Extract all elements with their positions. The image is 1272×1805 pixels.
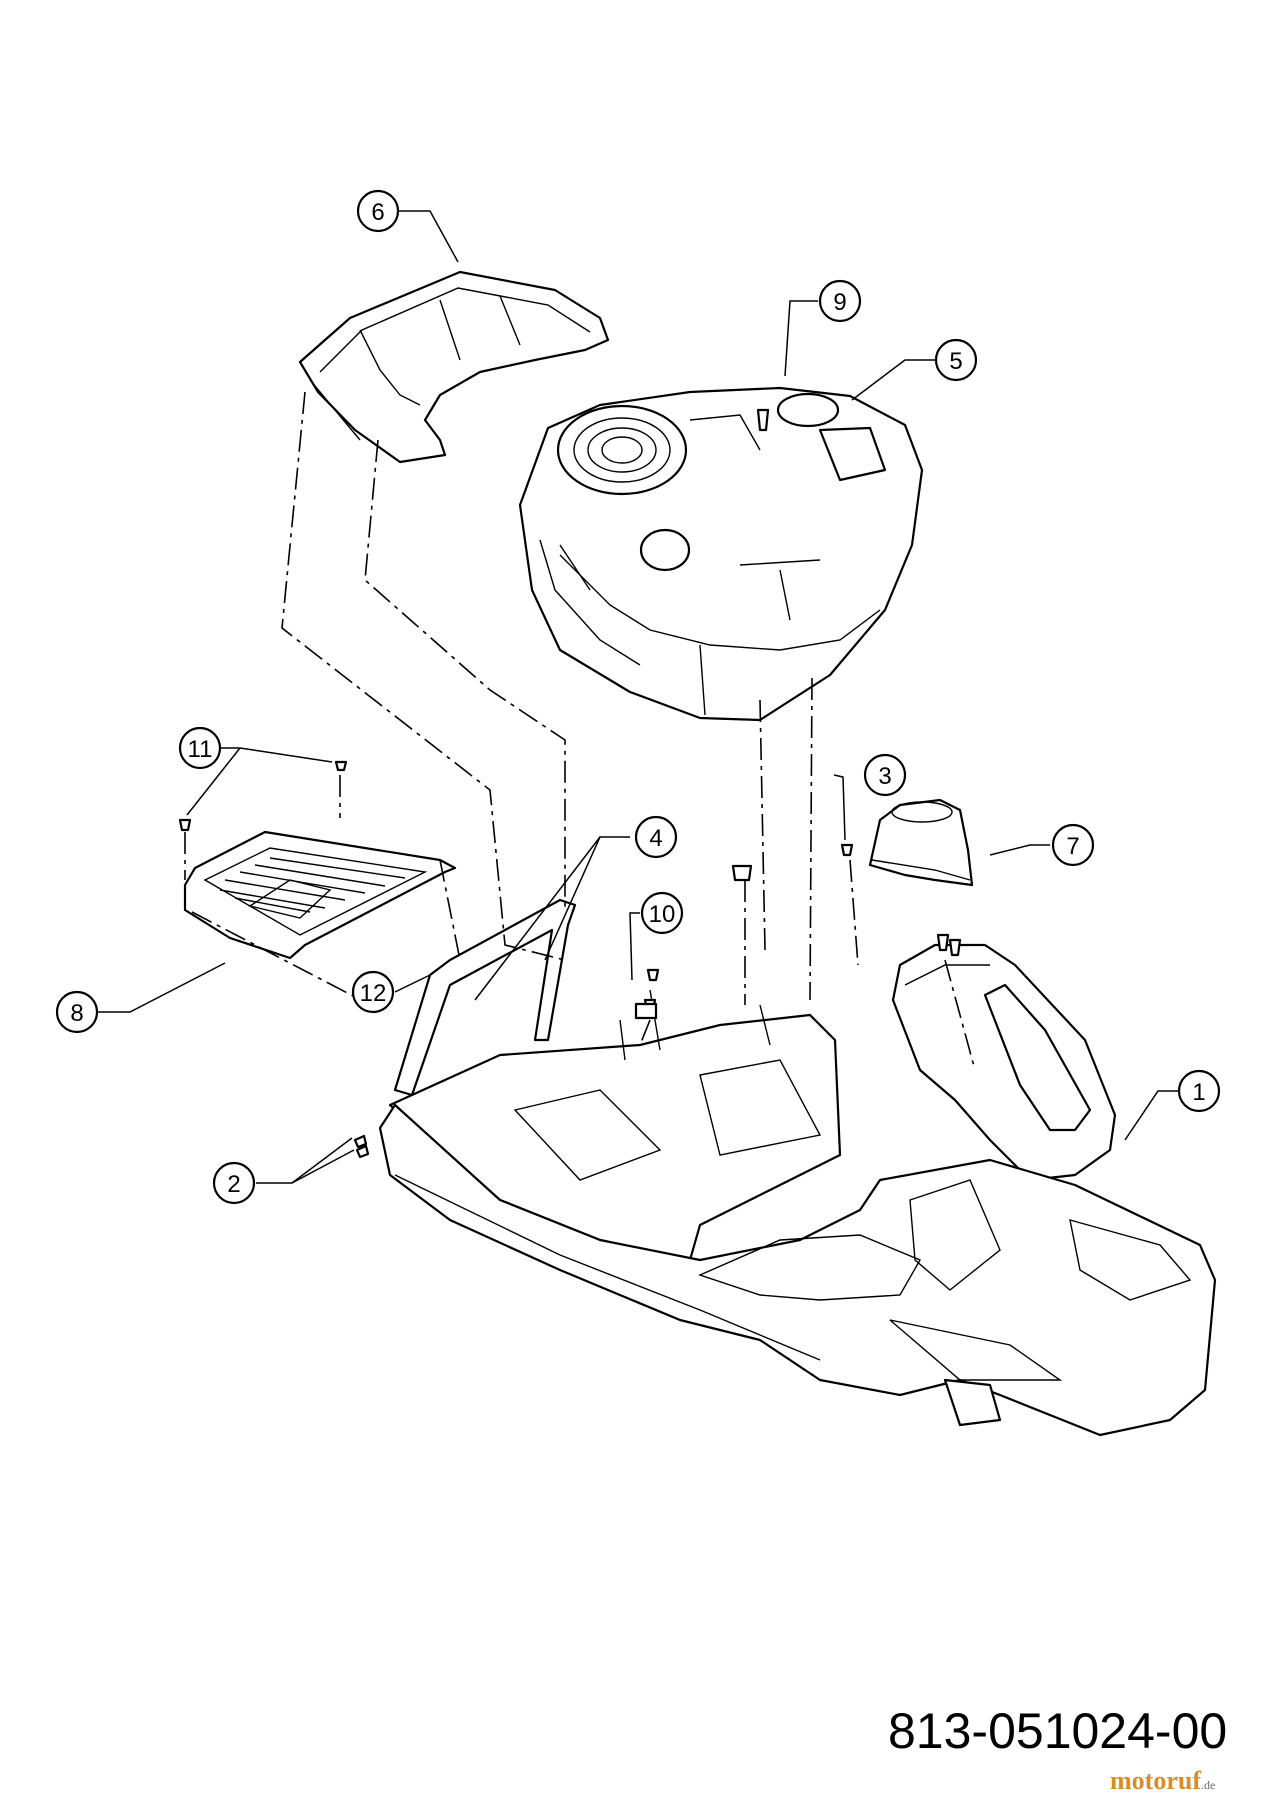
callout-1: 1 (1177, 1069, 1221, 1113)
callout-6-label: 6 (371, 199, 384, 226)
fasteners (178, 408, 962, 1159)
callout-2: 2 (212, 1161, 256, 1205)
callout-5-label: 5 (949, 348, 962, 375)
screw-2-b (355, 1144, 370, 1159)
part-1-console-housing (891, 943, 1117, 1182)
callout-9-label: 9 (833, 289, 846, 316)
callout-4-label: 4 (649, 825, 662, 852)
callout-4: 4 (634, 815, 678, 859)
callout-7-label: 7 (1066, 833, 1079, 860)
callout-3: 3 (863, 753, 907, 797)
callout-11-label: 11 (188, 736, 213, 763)
callout-6: 6 (356, 189, 400, 233)
bumper (731, 864, 753, 882)
screw-11-left (178, 818, 192, 832)
callout-9: 9 (818, 279, 862, 323)
callout-10: 10 (640, 891, 684, 935)
screw-7-a (936, 933, 950, 952)
callout-3-label: 3 (878, 763, 891, 790)
callout-12-label: 12 (360, 980, 387, 1007)
callout-8-label: 8 (70, 1000, 83, 1027)
screw-7-b (948, 938, 962, 957)
part-7-console-top (868, 798, 974, 887)
main-frame-assembly (378, 989, 1217, 1437)
grommet-10 (634, 1002, 658, 1020)
callout-2-label: 2 (227, 1171, 240, 1198)
alignment-lines (184, 391, 976, 1071)
part-12-support-bar (393, 898, 577, 1097)
callout-7: 7 (1051, 823, 1095, 867)
callout-8: 8 (55, 990, 99, 1034)
part-9-body-shroud (518, 386, 924, 722)
leader-lines (98, 210, 1178, 1184)
part-8-floor-plate (183, 830, 457, 960)
callout-12: 12 (351, 970, 395, 1014)
screw-9 (756, 408, 770, 432)
part-6-rear-cover (298, 270, 610, 464)
diagram-part-number: 813-051024-00 (888, 1703, 1228, 1759)
screw-11-top (334, 760, 348, 772)
screw-10-b (646, 968, 660, 982)
callout-5: 5 (934, 338, 978, 382)
watermark-suffix: .de (1200, 1778, 1216, 1792)
screw-2-a (353, 1134, 368, 1149)
watermark-brand: motoruf (1110, 1766, 1201, 1795)
clip-3 (840, 843, 854, 857)
callout-11: 11 (178, 726, 222, 770)
callout-10-label: 10 (649, 901, 676, 928)
watermark-logo: motoruf.de (1110, 1766, 1215, 1796)
callout-1-label: 1 (1192, 1079, 1205, 1106)
